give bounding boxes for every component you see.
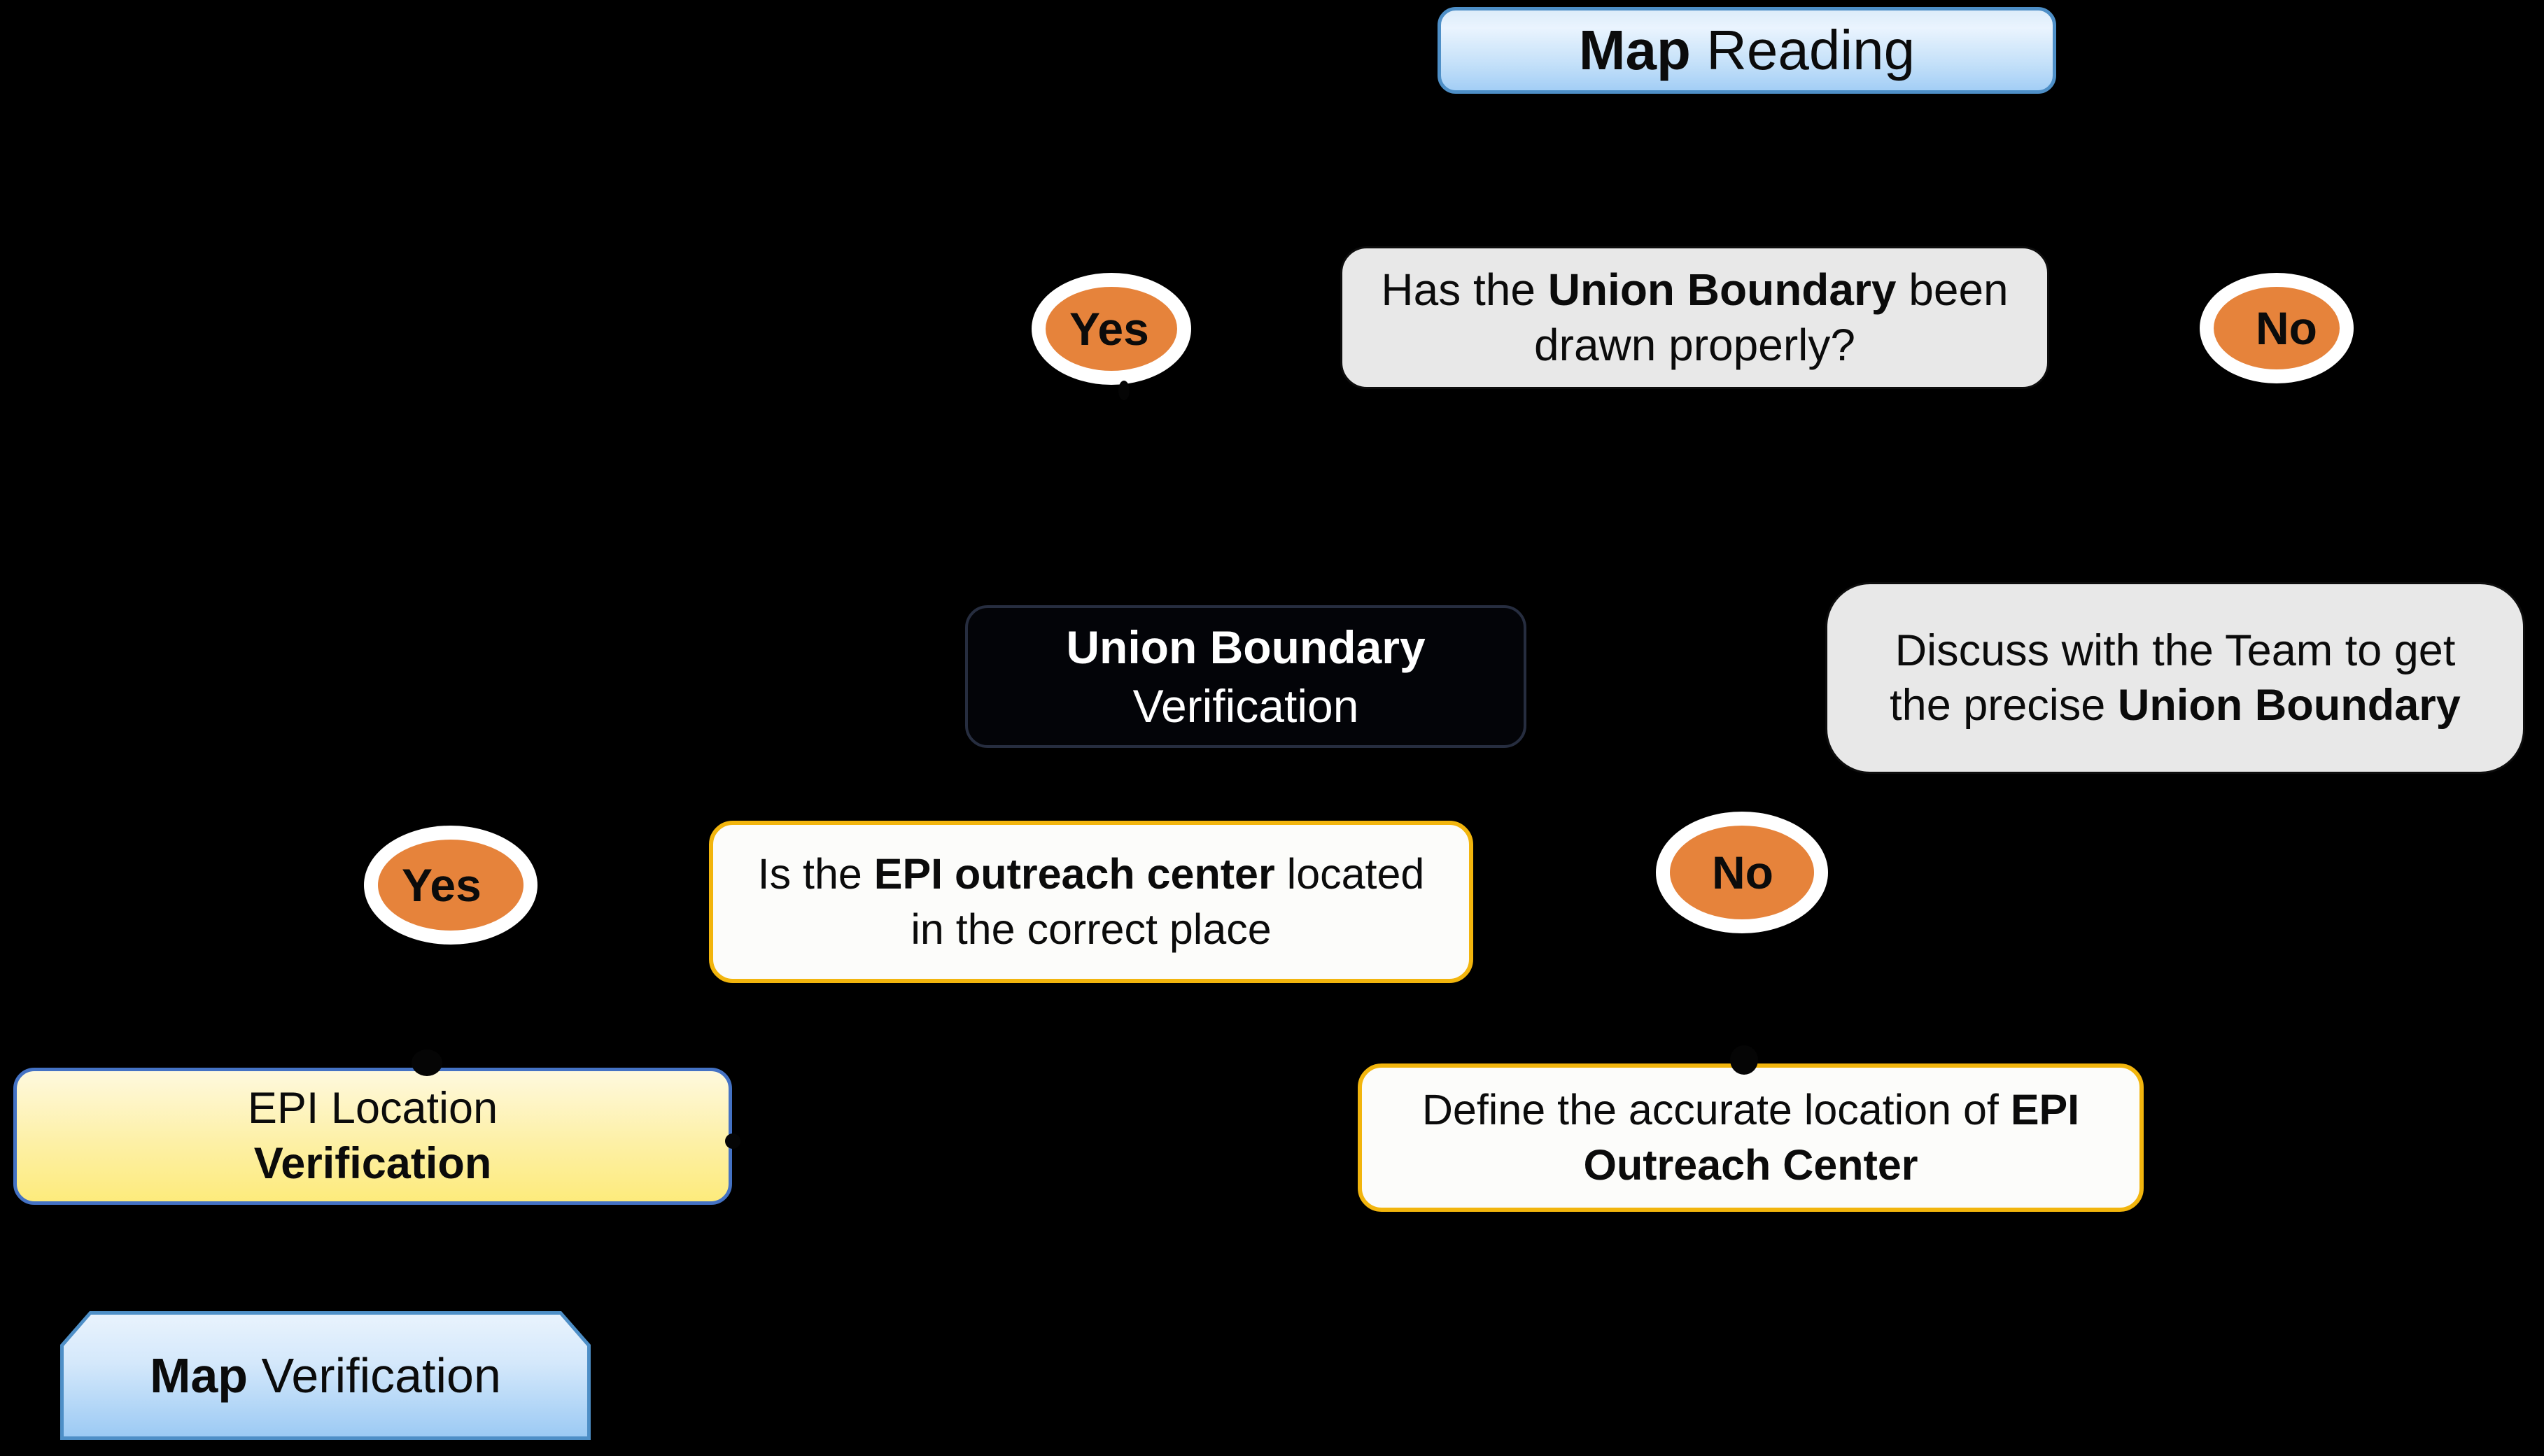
action-line: the precise Union Boundary (1890, 681, 2461, 730)
yes-label: Yes (378, 840, 523, 931)
epi-outreach-question-node: Is the EPI outreach center located in th… (709, 821, 1473, 983)
question-line: Has the Union Boundary been (1381, 264, 2009, 315)
map-verification-inner: Map Verification (64, 1315, 587, 1436)
yes-badge-union: Yes (1032, 273, 1191, 385)
union-boundary-question-node: Has the Union Boundary been drawn proper… (1340, 246, 2049, 389)
union-boundary-verification-node: Union Boundary Verification (965, 605, 1526, 748)
question-line: Is the EPI outreach center located (757, 849, 1425, 898)
verification-line: Verification (253, 1139, 492, 1188)
question-line: in the correct place (911, 905, 1272, 953)
map-reading-label: Map Reading (1578, 19, 1916, 81)
yes-badge-epi: Yes (364, 826, 537, 945)
glyph-artifact (412, 1049, 442, 1076)
map-verification-label: Map Verification (150, 1348, 501, 1403)
glyph-artifact (725, 1133, 740, 1149)
yes-label: Yes (1046, 287, 1177, 371)
question-line: drawn properly? (1534, 320, 1855, 370)
no-label: No (2214, 287, 2340, 369)
no-badge-union: No (2200, 273, 2354, 383)
discuss-with-team-node: Discuss with the Team to get the precise… (1825, 582, 2525, 774)
verification-line: Verification (1132, 680, 1359, 732)
map-reading-node: Map Reading (1438, 7, 2056, 94)
glyph-artifact (1730, 1045, 1758, 1075)
map-verification-node: Map Verification (60, 1311, 591, 1440)
no-label: No (1670, 826, 1814, 919)
no-badge-epi: No (1656, 812, 1828, 933)
action-line: Outreach Center (1583, 1141, 1918, 1189)
glyph-artifact (1118, 381, 1130, 400)
define-epi-location-node: Define the accurate location of EPI Outr… (1358, 1063, 2144, 1212)
action-line: Discuss with the Team to get (1895, 625, 2456, 675)
epi-location-verification-node: EPI Location Verification (13, 1068, 732, 1205)
verification-line: Union Boundary (1066, 621, 1426, 673)
action-line: Define the accurate location of EPI (1421, 1085, 2080, 1133)
verification-line: EPI Location (247, 1084, 498, 1133)
